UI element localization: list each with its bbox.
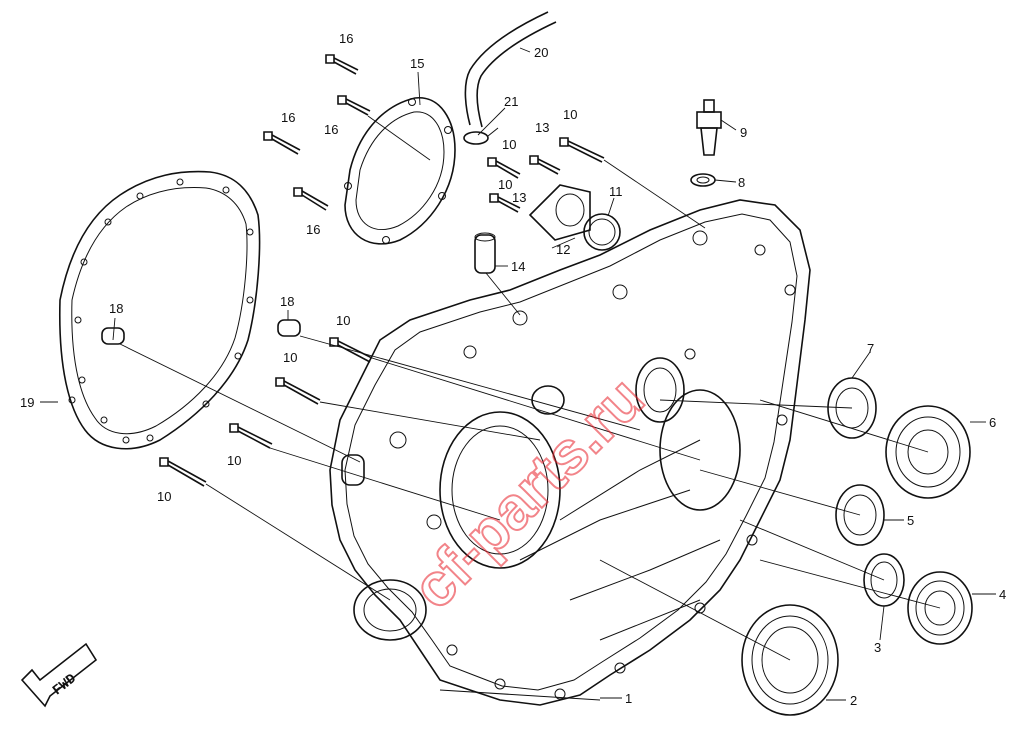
callout-13b: 13 xyxy=(512,190,526,205)
callout-10a: 10 xyxy=(563,107,577,122)
callout-6: 6 xyxy=(989,415,996,430)
clamp-21 xyxy=(463,127,499,145)
callout-10d: 10 xyxy=(283,350,297,365)
callout-21: 21 xyxy=(504,94,518,109)
cover-12 xyxy=(528,184,591,241)
callout-18a: 18 xyxy=(109,301,123,316)
callout-11: 11 xyxy=(609,184,623,199)
callouts: 1 2 3 4 5 6 7 8 9 10 10 10 10 10 10 10 1… xyxy=(20,31,1006,708)
callout-4: 4 xyxy=(999,587,1006,602)
hose-20 xyxy=(464,11,557,128)
callout-10e: 10 xyxy=(227,453,241,468)
callout-2: 2 xyxy=(850,693,857,708)
callout-1: 1 xyxy=(625,691,632,706)
callout-15: 15 xyxy=(410,56,424,71)
gasket-15 xyxy=(344,97,456,245)
watermark: cf-parts.ru xyxy=(399,364,656,621)
callout-18b: 18 xyxy=(280,294,294,309)
callout-16b: 16 xyxy=(324,122,338,137)
callout-8: 8 xyxy=(738,175,745,190)
callout-19: 19 xyxy=(20,395,34,410)
callout-12: 12 xyxy=(556,242,570,257)
callout-16a: 16 xyxy=(339,31,353,46)
crankcase-1 xyxy=(329,199,811,706)
callout-10f: 10 xyxy=(157,489,171,504)
gasket-19 xyxy=(58,170,261,450)
callout-7: 7 xyxy=(867,341,874,356)
callout-10c: 10 xyxy=(336,313,350,328)
callout-13a: 13 xyxy=(535,120,549,135)
bolts xyxy=(159,54,605,487)
callout-10g: 10 xyxy=(498,177,512,192)
bearing-2 xyxy=(741,604,839,716)
callout-14: 14 xyxy=(511,259,525,274)
fwd-arrow-icon: FWD xyxy=(20,642,98,708)
leader-lines xyxy=(40,47,996,701)
callout-9: 9 xyxy=(740,125,747,140)
callout-5: 5 xyxy=(907,513,914,528)
dowel-18 xyxy=(101,319,301,345)
callout-3: 3 xyxy=(874,640,881,655)
callout-16d: 16 xyxy=(306,222,320,237)
sensor-9 xyxy=(696,99,722,156)
bearing-4 xyxy=(907,571,973,645)
bearing-5 xyxy=(835,484,885,546)
callout-10b: 10 xyxy=(502,137,516,152)
callout-16c: 16 xyxy=(281,110,295,125)
washer-8 xyxy=(690,173,716,187)
callout-20: 20 xyxy=(534,45,548,60)
bearing-6 xyxy=(885,405,971,499)
sleeve-14 xyxy=(474,232,496,274)
